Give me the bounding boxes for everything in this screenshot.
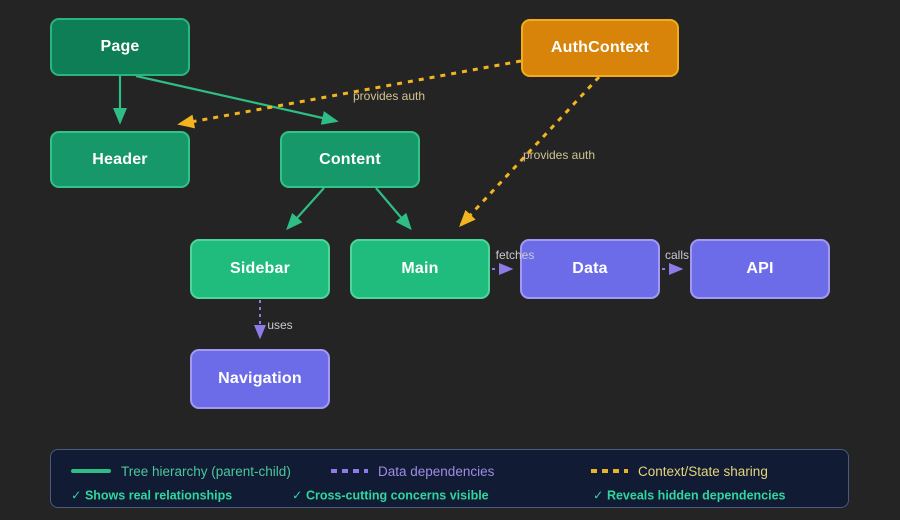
legend-label-tree-hierarchy: Tree hierarchy (parent-child) xyxy=(121,463,291,479)
edge-label-fetches: fetches xyxy=(495,248,535,262)
edge-auth-to-header xyxy=(177,59,522,129)
node-sidebar: Sidebar xyxy=(190,239,330,299)
node-content: Content xyxy=(280,131,420,188)
node-data: Data xyxy=(520,239,660,299)
edge-label-provides-auth-header: provides auth xyxy=(352,89,426,103)
edge-content-to-main xyxy=(375,187,412,231)
legend: Tree hierarchy (parent-child) Data depen… xyxy=(50,449,849,508)
node-header: Header xyxy=(50,131,190,188)
node-authcontext: AuthContext xyxy=(521,19,679,77)
node-api: API xyxy=(690,239,830,299)
edge-content-to-sidebar xyxy=(286,187,325,231)
legend-label-data-dependencies: Data dependencies xyxy=(378,463,495,479)
legend-label-context-sharing: Context/State sharing xyxy=(638,463,768,479)
legend-item-data-dependencies: Data dependencies xyxy=(331,463,495,479)
edge-label-calls: calls xyxy=(664,248,690,262)
node-main: Main xyxy=(350,239,490,299)
edge-auth-to-main xyxy=(459,75,601,228)
solid-green-line-icon xyxy=(71,469,111,473)
dashed-purple-line-icon xyxy=(331,469,368,473)
node-page: Page xyxy=(50,18,190,76)
legend-note-cross-cutting: ✓ Cross-cutting concerns visible xyxy=(292,488,489,503)
legend-note-hidden-dependencies: ✓ Reveals hidden dependencies xyxy=(593,488,786,503)
node-navigation: Navigation xyxy=(190,349,330,409)
dashed-yellow-line-icon xyxy=(591,469,628,473)
legend-item-context-sharing: Context/State sharing xyxy=(591,463,768,479)
legend-note-real-relationships: ✓ Shows real relationships xyxy=(71,488,233,503)
legend-item-tree-hierarchy: Tree hierarchy (parent-child) xyxy=(71,463,291,479)
edge-page-to-content xyxy=(135,74,339,125)
edge-label-provides-auth-main: provides auth xyxy=(522,148,596,162)
edge-label-uses: uses xyxy=(267,318,293,332)
